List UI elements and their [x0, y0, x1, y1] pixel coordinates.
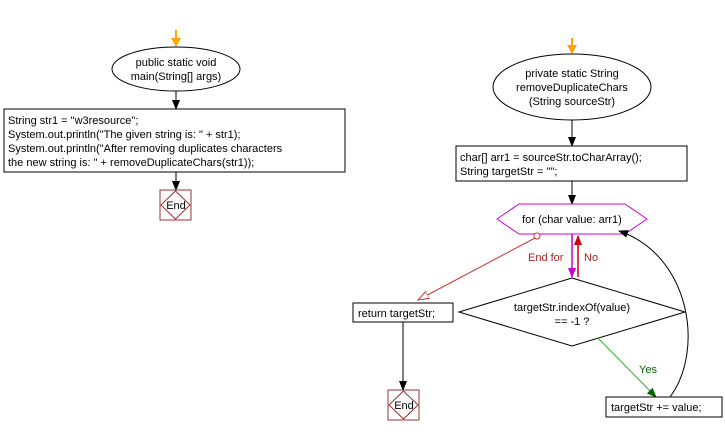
method-end-node: End [387, 389, 420, 421]
main-end-label: End [166, 200, 186, 212]
main-start-node: public static void main(String[] args) [111, 46, 241, 92]
edge-no-label: No [584, 252, 598, 264]
method-start-line-3: (String sourceStr) [529, 96, 615, 108]
return-label: return targetStr; [358, 308, 435, 320]
main-body-line-3: System.out.println("After removing dupli… [8, 143, 283, 155]
main-body-node: String str1 = "w3resource"; System.out.p… [3, 108, 346, 173]
edge-yes-label: Yes [639, 364, 657, 376]
condition-node: targetStr.indexOf(value) == -1 ? [457, 277, 687, 347]
loop-label: for (char value: arr1) [522, 214, 622, 226]
method-start-arrow-icon [567, 38, 577, 54]
method-start-line-1: private static String [525, 68, 619, 80]
method-start-line-2: removeDuplicateChars [516, 82, 628, 94]
main-body-line-1: String str1 = "w3resource"; [8, 115, 138, 127]
method-start-node: private static String removeDuplicateCha… [492, 53, 652, 121]
return-node: return targetStr; [352, 302, 454, 323]
main-start-line-1: public static void [136, 57, 217, 69]
method-init-node: char[] arr1 = sourceStr.toCharArray(); S… [455, 145, 688, 182]
method-init-line-1: char[] arr1 = sourceStr.toCharArray(); [460, 152, 642, 164]
loop-node: for (char value: arr1) [496, 203, 648, 235]
main-body-line-2: System.out.println("The given string is:… [8, 129, 240, 141]
condition-line-1: targetStr.indexOf(value) [514, 302, 630, 314]
edge-loop-end-for [418, 232, 541, 300]
main-body-line-4: the new string is: " + removeDuplicateCh… [8, 157, 254, 169]
main-start-line-2: main(String[] args) [131, 71, 221, 83]
edge-end-for-label: End for [528, 252, 564, 264]
append-node: targetStr += value; [605, 396, 723, 418]
append-label: targetStr += value; [611, 402, 702, 414]
method-init-line-2: String targetStr = ""; [460, 166, 557, 178]
method-end-label: End [394, 400, 414, 412]
main-start-arrow-icon [171, 30, 181, 47]
main-end-node: End [159, 189, 192, 221]
edge-append-to-loop [618, 230, 689, 398]
condition-line-2: == -1 ? [555, 316, 590, 328]
edge-condition-yes-to-append [597, 337, 657, 398]
